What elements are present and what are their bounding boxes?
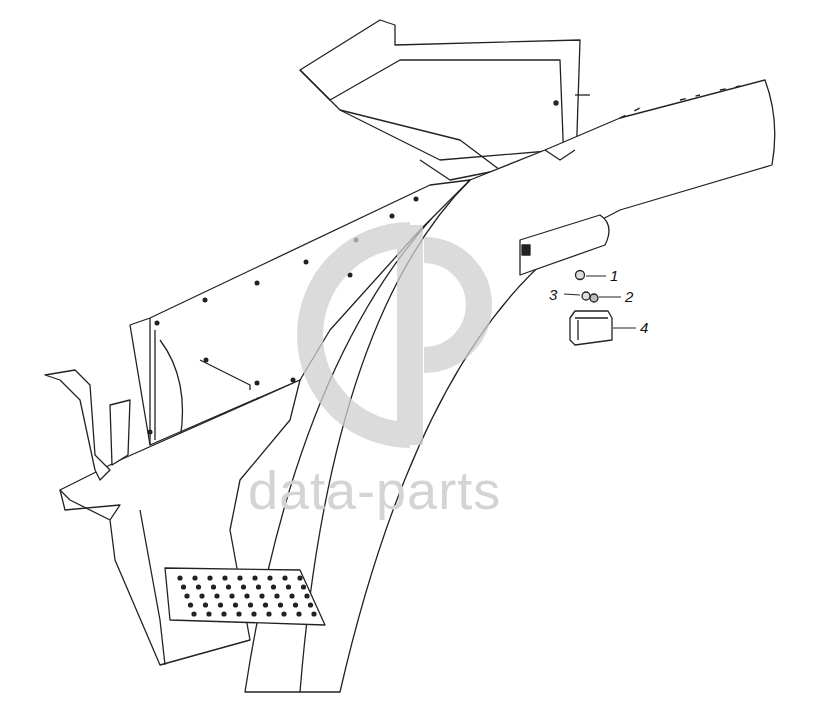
footplate-hole — [196, 584, 201, 589]
footplate — [165, 568, 325, 625]
footplate-hole — [266, 611, 271, 616]
footplate-hole — [191, 611, 196, 616]
support-arm — [110, 400, 130, 465]
footplate-hole — [267, 575, 272, 580]
footplate-hole — [259, 593, 264, 598]
footplate-hole — [221, 611, 226, 616]
footplate-hole — [229, 593, 234, 598]
footplate-hole — [226, 584, 231, 589]
footplate-hole — [241, 584, 246, 589]
footplate-hole — [274, 593, 279, 598]
footplate-hole — [177, 575, 182, 580]
step-edge — [140, 510, 165, 665]
footplate-hole — [301, 584, 306, 589]
footplate-hole — [252, 575, 257, 580]
fender-seam — [620, 86, 740, 118]
footplate-hole — [251, 611, 256, 616]
footplate-hole — [296, 611, 301, 616]
footplate-hole — [308, 602, 313, 607]
footplate-hole — [304, 593, 309, 598]
lamp-lens — [575, 318, 608, 340]
leader-lines — [564, 276, 636, 328]
callout-number: 3 — [548, 287, 558, 302]
callout-number: 4 — [639, 320, 649, 335]
footplate-hole — [207, 575, 212, 580]
nut — [576, 271, 585, 280]
rivet — [554, 101, 558, 105]
footplate-hole — [214, 593, 219, 598]
footplate-hole — [206, 611, 211, 616]
washer — [590, 294, 598, 302]
footplate-hole — [184, 593, 189, 598]
watermark-logo — [310, 225, 479, 445]
bracket-edge — [300, 70, 560, 160]
lamp-hole — [522, 245, 530, 255]
footplate-hole — [233, 602, 238, 607]
lamp-recess — [520, 215, 609, 275]
footplate-hole — [237, 575, 242, 580]
footplate-hole — [286, 584, 291, 589]
footplate-hole — [256, 584, 261, 589]
footplate-hole — [263, 602, 268, 607]
footplate-hole — [211, 584, 216, 589]
footplate-hole — [236, 611, 241, 616]
footplate-holes — [177, 575, 316, 616]
footplate-hole — [297, 575, 302, 580]
footplate-hole — [222, 575, 227, 580]
washer — [582, 292, 590, 300]
footplate-hole — [281, 611, 286, 616]
footplate-hole — [289, 593, 294, 598]
footplate-hole — [181, 584, 186, 589]
side-panel — [130, 180, 470, 445]
bolt — [575, 94, 590, 95]
callout-number: 1 — [609, 268, 619, 283]
footplate-hole — [248, 602, 253, 607]
watermark-text: data-parts — [248, 463, 501, 517]
footplate-hole — [271, 584, 276, 589]
step-lip — [60, 490, 120, 520]
fender-shell — [245, 80, 775, 692]
footplate-hole — [278, 602, 283, 607]
footplate-hole — [311, 611, 316, 616]
fender-joint — [545, 150, 575, 160]
footplate-hole — [203, 602, 208, 607]
callout-number: 2 — [624, 289, 634, 304]
footplate-hole — [244, 593, 249, 598]
bracket-fold — [340, 110, 500, 180]
marker-lamp — [570, 311, 612, 345]
footplate-hole — [218, 602, 223, 607]
footplate-hole — [188, 602, 193, 607]
footplate-hole — [192, 575, 197, 580]
footplate-hole — [282, 575, 287, 580]
footplate-hole — [199, 593, 204, 598]
footplate-hole — [293, 602, 298, 607]
panel-brace — [160, 340, 183, 440]
support-arm — [45, 370, 110, 480]
